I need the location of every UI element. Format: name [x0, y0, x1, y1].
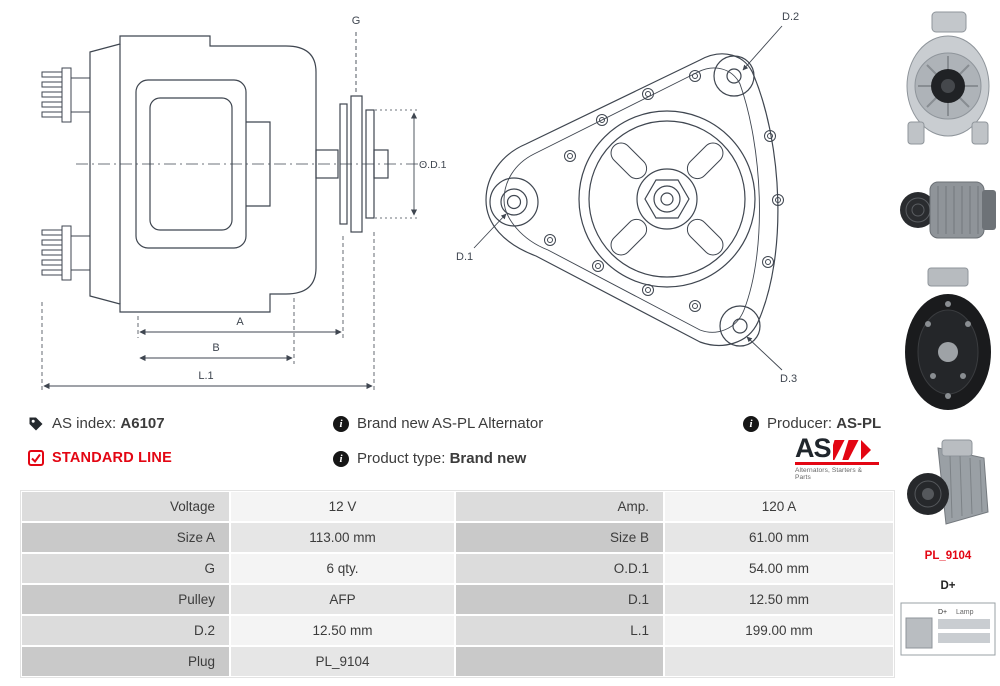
spec-value: 12.50 mm	[230, 615, 455, 646]
spec-label: L.1	[455, 615, 664, 646]
table-row: Pulley AFP D.1 12.50 mm	[21, 584, 894, 615]
as-index-value: A6107	[120, 415, 165, 432]
as-index-text: AS index: A6107	[52, 415, 165, 432]
spec-label: G	[21, 553, 230, 584]
spec-label: Pulley	[21, 584, 230, 615]
front-housing-outline	[485, 53, 779, 346]
product-photo-column: PL_9104 D+ D+ Lamp	[898, 4, 998, 656]
aspl-logo: AS Alternators, Starters & Parts	[795, 433, 879, 481]
standard-line-row: STANDARD LINE	[28, 450, 172, 466]
aspl-logo-arrow-icon	[832, 440, 871, 460]
connector-pin2-label: Lamp	[956, 609, 974, 616]
dim-label-a: A	[236, 316, 244, 328]
spec-label	[455, 646, 664, 677]
info-icon: i	[333, 450, 349, 467]
aspl-logo-text: AS	[795, 433, 832, 463]
brand-new-row: i Brand new AS-PL Alternator	[333, 415, 543, 432]
side-view-drawing: G O.D.1 A B L.1	[18, 4, 454, 411]
producer-row: i Producer: AS-PL	[743, 415, 881, 432]
dim-label-od1: O.D.1	[419, 159, 447, 171]
spec-value: 12 V	[230, 491, 455, 522]
spec-label: Amp.	[455, 491, 664, 522]
table-row: D.2 12.50 mm L.1 199.00 mm	[21, 615, 894, 646]
spec-value: 61.00 mm	[664, 522, 894, 553]
spec-value	[664, 646, 894, 677]
dim-label-d1: D.1	[456, 251, 473, 263]
spec-value: PL_9104	[230, 646, 455, 677]
producer-value: AS-PL	[836, 415, 882, 432]
product-type-row: i Product type: Brand new	[333, 450, 526, 467]
spec-label: Voltage	[21, 491, 230, 522]
product-type-value: Brand new	[449, 450, 527, 467]
table-row: Plug PL_9104	[21, 646, 894, 677]
product-photo-rear	[905, 267, 991, 410]
spec-value: 54.00 mm	[664, 553, 894, 584]
spec-table: Voltage 12 V Amp. 120 A Size A 113.00 mm…	[20, 490, 895, 678]
plug-code-label: PL_9104	[924, 550, 972, 562]
spec-value: 199.00 mm	[664, 615, 894, 646]
aspl-logo-caption: Alternators, Starters & Parts	[795, 467, 863, 481]
table-row: G 6 qty. O.D.1 54.00 mm	[21, 553, 894, 584]
table-row: Size A 113.00 mm Size B 61.00 mm	[21, 522, 894, 553]
side-view-svg: G O.D.1 A B L.1	[41, 15, 447, 392]
producer-label: Producer:	[767, 415, 833, 432]
spec-value: AFP	[230, 584, 455, 615]
front-view-drawing: D.2 D.1 D.3	[452, 4, 872, 409]
product-type-label: Product type:	[357, 450, 446, 467]
spec-label: D.1	[455, 584, 664, 615]
as-index-row: AS index: A6107	[28, 415, 165, 432]
spec-value: 120 A	[664, 491, 894, 522]
product-photo-side	[900, 181, 996, 239]
brand-new-text: Brand new AS-PL Alternator	[357, 415, 544, 432]
product-type-text: Product type: Brand new	[357, 450, 526, 467]
info-icon: i	[333, 415, 349, 432]
spec-label: Size B	[455, 522, 664, 553]
dim-label-b: B	[212, 342, 219, 354]
connector-pin1-label: D+	[938, 609, 947, 616]
stator-fins	[41, 67, 91, 281]
spec-value: 6 qty.	[230, 553, 455, 584]
terminal-label: D+	[940, 580, 956, 592]
product-photo-front	[906, 11, 990, 145]
table-row: Voltage 12 V Amp. 120 A	[21, 491, 894, 522]
dim-label-l1: L.1	[198, 370, 213, 382]
aspl-logo-underline	[795, 462, 879, 465]
spec-label: Size A	[21, 522, 230, 553]
dim-label-d2: D.2	[782, 11, 799, 23]
checkbox-checked-icon	[28, 450, 44, 466]
connector-pinout-diagram: D+ Lamp	[900, 602, 996, 656]
dim-label-g: G	[352, 15, 361, 27]
tag-icon	[29, 417, 43, 430]
standard-line-text: STANDARD LINE	[52, 450, 172, 466]
spec-value: 12.50 mm	[664, 584, 894, 615]
dim-label-d3: D.3	[780, 373, 797, 385]
spec-label: D.2	[21, 615, 230, 646]
producer-text: Producer: AS-PL	[767, 415, 881, 432]
spec-label: O.D.1	[455, 553, 664, 584]
as-index-label: AS index:	[52, 415, 117, 432]
housing-outline	[89, 35, 317, 313]
spec-value: 113.00 mm	[230, 522, 455, 553]
product-photo-angled	[907, 439, 989, 525]
spec-label: Plug	[21, 646, 230, 677]
front-view-svg: D.2 D.1 D.3	[456, 11, 799, 385]
info-icon: i	[743, 415, 759, 432]
